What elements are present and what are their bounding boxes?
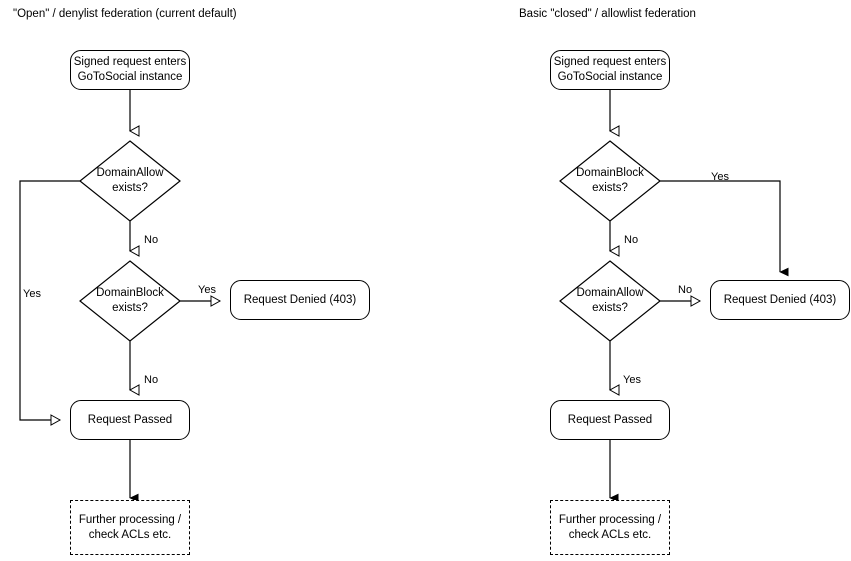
left-node-start-line2: GoToSocial instance [77, 71, 183, 83]
left-node-start-label: Signed request enters GoToSocial instanc… [74, 55, 187, 85]
decision-right-domainallow-shape [559, 260, 661, 342]
right-edge-label-block-no: No [624, 234, 639, 246]
right-node-start-line2: GoToSocial instance [557, 71, 663, 83]
right-node-start-label: Signed request enters GoToSocial instanc… [554, 55, 667, 85]
edge-right-block-yes [660, 180, 780, 272]
left-edge-label-allow-yes: Yes [23, 288, 41, 300]
left-node-further-line1: Further processing / [78, 513, 182, 526]
left-node-further-processing[interactable]: Further processing / check ACLs etc. [70, 500, 190, 555]
right-edge-label-allow-no: No [678, 284, 693, 296]
left-edge-label-allow-no: No [144, 234, 159, 246]
right-edge-label-block-yes: Yes [711, 171, 729, 183]
edge-left-allow-yes [19, 180, 80, 426]
decision-left-domainblock-shape [79, 260, 181, 342]
left-node-request-denied-label: Request Denied (403) [243, 293, 357, 306]
decision-right-domainblock-shape [559, 140, 661, 222]
right-node-start-line1: Signed request enters [553, 56, 667, 68]
right-node-further-processing-label: Further processing / check ACLs etc. [559, 513, 661, 543]
left-node-start[interactable]: Signed request enters GoToSocial instanc… [70, 50, 190, 90]
right-node-further-line1: Further processing / [558, 513, 662, 526]
right-node-request-denied[interactable]: Request Denied (403) [710, 280, 850, 320]
right-node-request-passed-label: Request Passed [567, 413, 653, 426]
left-node-request-passed[interactable]: Request Passed [70, 400, 190, 440]
left-node-start-line1: Signed request enters [73, 56, 187, 68]
left-diagram-title: "Open" / denylist federation (current de… [13, 8, 237, 20]
right-node-request-passed[interactable]: Request Passed [550, 400, 670, 440]
right-node-start[interactable]: Signed request enters GoToSocial instanc… [550, 50, 670, 90]
right-edge-label-allow-yes: Yes [623, 374, 641, 386]
right-node-further-line2: check ACLs etc. [568, 528, 652, 541]
left-node-further-processing-label: Further processing / check ACLs etc. [79, 513, 181, 543]
left-node-request-denied[interactable]: Request Denied (403) [230, 280, 370, 320]
left-edge-label-block-no: No [144, 374, 159, 386]
right-diagram-title: Basic "closed" / allowlist federation [519, 8, 696, 20]
left-node-further-line2: check ACLs etc. [88, 528, 172, 541]
right-node-further-processing[interactable]: Further processing / check ACLs etc. [550, 500, 670, 555]
right-node-request-denied-label: Request Denied (403) [723, 293, 837, 306]
decision-left-domainallow-shape [79, 140, 181, 222]
left-node-request-passed-label: Request Passed [87, 413, 173, 426]
left-edge-label-block-yes: Yes [198, 284, 216, 296]
